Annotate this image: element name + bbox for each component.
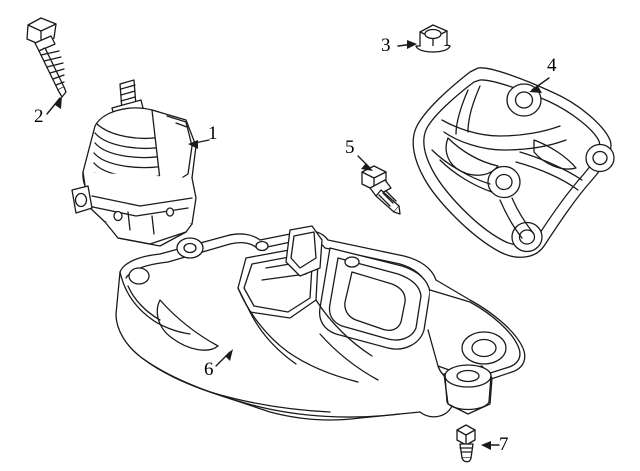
callout-label-7: 7 — [499, 434, 509, 455]
leader-2 — [46, 97, 61, 115]
callout-label-2: 2 — [34, 106, 44, 127]
part-short-hex-bolt — [361, 165, 401, 215]
leader-lines — [46, 40, 550, 450]
callout-label-1: 1 — [208, 123, 218, 144]
part-engine-mount-bracket — [71, 79, 197, 247]
leader-4 — [531, 77, 550, 91]
callout-label-5: 5 — [345, 137, 355, 158]
part-small-hex-bolt — [456, 424, 476, 463]
part-flange-nut — [415, 24, 451, 53]
callout-label-6: 6 — [204, 359, 214, 380]
part-long-hex-bolt — [26, 17, 67, 98]
callout-label-4: 4 — [547, 55, 557, 76]
part-transmission-support-bracket — [412, 67, 615, 258]
part-engine-crossmember — [115, 225, 526, 421]
callout-label-3: 3 — [381, 35, 391, 56]
